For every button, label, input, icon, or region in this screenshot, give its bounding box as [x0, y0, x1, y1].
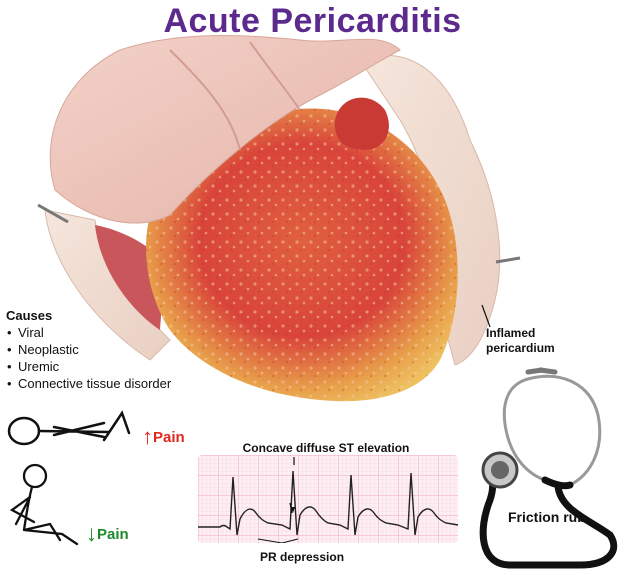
cause-item: Uremic [6, 358, 171, 375]
cause-item: Viral [6, 324, 171, 341]
ecg-strip [198, 455, 458, 543]
pain-decrease-label: ↓Pain [86, 521, 129, 546]
lying-figure-icon [7, 410, 131, 446]
inflamed-pericardium-label: Inflamed pericardium [486, 326, 555, 355]
causes-heading: Causes [6, 308, 53, 323]
causes-list: Causes Viral Neoplastic Uremic Connectiv… [6, 307, 171, 392]
ecg-trace [198, 470, 458, 536]
arrow-down-icon: ↓ [86, 521, 97, 546]
sitting-leaning-forward-icon [9, 463, 79, 546]
cause-item: Connective tissue disorder [6, 375, 171, 392]
page-title: Acute Pericarditis [163, 2, 462, 40]
friction-rub-label: Friction rub [508, 509, 586, 525]
pain-increase-label: ↑Pain [142, 424, 185, 449]
cause-item: Neoplastic [6, 341, 171, 358]
pericardium-flap [49, 35, 401, 224]
ecg-title: Concave diffuse ST elevation [242, 441, 410, 455]
arrow-up-icon: ↑ [142, 424, 153, 449]
pr-depression-label: PR depression [260, 550, 345, 564]
stethoscope-icon [479, 367, 618, 569]
